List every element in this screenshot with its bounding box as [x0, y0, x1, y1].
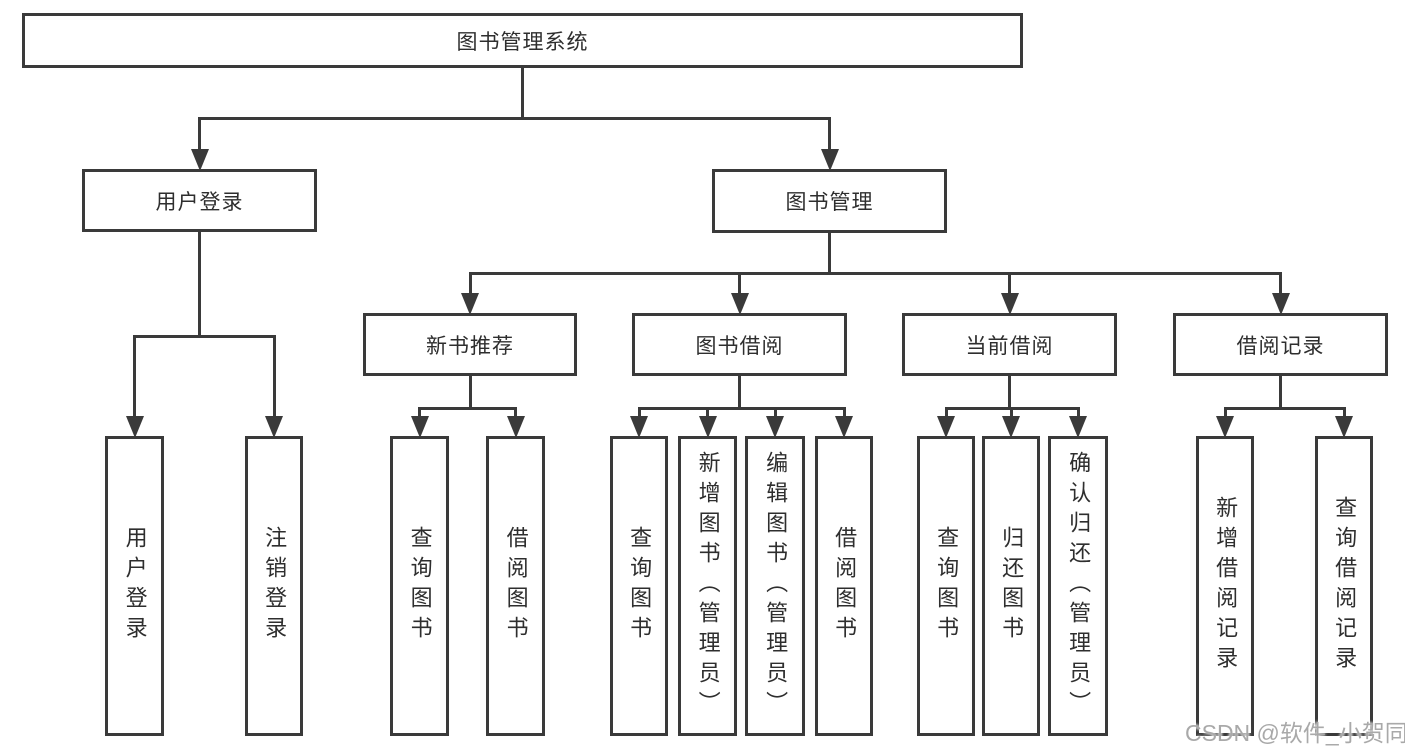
connector-drop: [1342, 407, 1346, 418]
node-label: 查询借阅记录: [1332, 496, 1358, 676]
node-label: 借阅记录: [1236, 334, 1325, 358]
arrow-down-icon: [820, 149, 839, 171]
node-label: 新增借阅记录: [1213, 496, 1239, 676]
arrow-down-icon: [461, 293, 479, 315]
node-user-login-action: 用户登录: [105, 436, 164, 736]
node-confirm-return: 确认归还（管理员）: [1048, 436, 1108, 736]
node-label: 注销登录: [262, 526, 288, 646]
connector-drop: [198, 117, 201, 151]
connector-bus: [133, 335, 276, 338]
arrow-down-icon: [1000, 293, 1019, 315]
node-label: 编辑图书（管理员）: [763, 451, 789, 721]
node-book-borrow: 图书借阅: [632, 313, 847, 376]
connector-drop: [1076, 407, 1080, 418]
arrow-down-icon: [937, 416, 955, 438]
node-book-mgmt: 图书管理: [712, 169, 947, 233]
connector-drop: [272, 335, 276, 418]
connector-drop: [1009, 407, 1013, 418]
node-query-borrow-record: 查询借阅记录: [1315, 436, 1373, 736]
arrow-down-icon: [265, 416, 283, 438]
node-new-book-rec: 新书推荐: [363, 313, 577, 376]
arrow-down-icon: [125, 416, 144, 438]
connector-drop: [828, 117, 831, 151]
node-query-book-2: 查询图书: [610, 436, 668, 736]
arrow-down-icon: [1069, 416, 1087, 438]
arrow-down-icon: [1271, 293, 1290, 315]
connector-drop: [773, 407, 777, 418]
node-label: 查询图书: [407, 526, 433, 646]
connector-stem: [1279, 374, 1282, 410]
arrow-down-icon: [766, 416, 784, 438]
connector-drop: [514, 407, 517, 418]
arrow-down-icon: [630, 416, 648, 438]
arrow-down-icon: [698, 416, 717, 438]
arrow-down-icon: [410, 416, 429, 438]
arrow-down-icon: [1335, 416, 1353, 438]
csdn-watermark: CSDN @软件_小贺同学: [1185, 720, 1405, 746]
connector-drop: [706, 407, 709, 418]
connector-drop: [738, 272, 741, 295]
node-borrow-book-2: 借阅图书: [815, 436, 873, 736]
arrow-down-icon: [190, 149, 209, 171]
node-add-book: 新增图书（管理员）: [678, 436, 737, 736]
node-label: 用户登录: [155, 190, 244, 214]
connector-drop: [944, 407, 948, 418]
node-label: 归还图书: [999, 526, 1025, 646]
connector-stem: [521, 66, 524, 120]
connector-bus: [637, 407, 846, 410]
node-label: 图书管理系统: [456, 30, 589, 54]
connector-bus: [1223, 407, 1346, 410]
arrow-down-icon: [730, 293, 749, 315]
node-root: 图书管理系统: [22, 13, 1023, 68]
node-label: 新增图书（管理员）: [695, 451, 721, 721]
node-label: 图书借阅: [695, 334, 784, 358]
node-logout-action: 注销登录: [245, 436, 303, 736]
node-current-borrow: 当前借阅: [902, 313, 1117, 376]
arrow-down-icon: [1002, 416, 1020, 438]
node-query-book-1: 查询图书: [390, 436, 449, 736]
node-return-book: 归还图书: [982, 436, 1040, 736]
node-borrow-record: 借阅记录: [1173, 313, 1388, 376]
node-label: 查询图书: [627, 526, 653, 646]
connector-drop: [637, 407, 641, 418]
node-label: 图书管理: [785, 191, 874, 214]
node-label: 借阅图书: [832, 526, 858, 646]
connector-stem: [1008, 374, 1011, 410]
connector-bus: [418, 407, 517, 410]
node-query-book-3: 查询图书: [917, 436, 975, 736]
connector-drop: [418, 407, 421, 418]
node-label: 当前借阅: [965, 334, 1054, 358]
connector-drop: [1008, 272, 1011, 295]
connector-drop: [1223, 407, 1227, 418]
connector-stem: [828, 231, 831, 275]
node-user-login: 用户登录: [82, 169, 317, 232]
node-add-borrow-record: 新增借阅记录: [1196, 436, 1254, 736]
node-label: 新书推荐: [426, 334, 514, 358]
connector-bus: [198, 117, 831, 120]
connector-stem: [198, 230, 201, 338]
node-label: 借阅图书: [503, 526, 529, 646]
connector-stem: [468, 374, 472, 410]
node-borrow-book-1: 借阅图书: [486, 436, 545, 736]
connector-bus: [468, 272, 1282, 275]
node-label: 确认归还（管理员）: [1066, 451, 1092, 721]
connector-drop: [1279, 272, 1282, 295]
connector-stem: [738, 374, 741, 410]
arrow-down-icon: [835, 416, 853, 438]
node-edit-book: 编辑图书（管理员）: [745, 436, 805, 736]
connector-drop: [133, 335, 136, 418]
connector-drop: [842, 407, 846, 418]
arrow-down-icon: [506, 416, 525, 438]
connector-drop: [468, 272, 472, 295]
node-label: 查询图书: [934, 526, 960, 646]
node-label: 用户登录: [122, 526, 148, 646]
arrow-down-icon: [1216, 416, 1234, 438]
